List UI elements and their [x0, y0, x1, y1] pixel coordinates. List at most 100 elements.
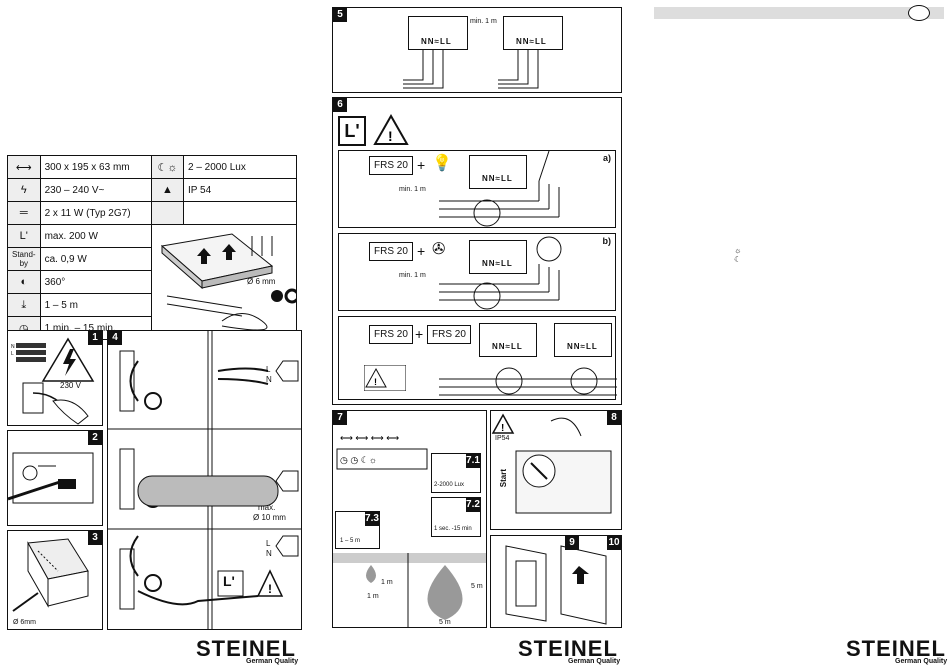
spec-value: 300 x 195 x 63 mm	[39, 155, 153, 179]
option-label: a)	[602, 153, 611, 163]
night-icon: ☾	[734, 255, 742, 264]
header-bar	[654, 7, 944, 19]
start-label: Start	[499, 469, 508, 488]
standby-icon: Stand-by	[7, 247, 41, 271]
frs-box: FRS 20	[369, 325, 413, 344]
detection-zone-illustration	[333, 553, 486, 627]
voltage-label: 230 V	[60, 381, 81, 390]
fan-icon: ✇	[432, 241, 446, 258]
load-label: L'	[223, 573, 235, 589]
frs-box: FRS 20	[427, 325, 471, 344]
figure-4: 4 ! L N L N max. Ø 10 mm L'	[107, 330, 302, 630]
drilling-illustration	[12, 538, 89, 612]
plus-sign: +	[417, 243, 426, 259]
spec-value: 360°	[39, 270, 153, 294]
cable-max-label: max.	[258, 503, 276, 512]
voltage-icon: ϟ	[7, 178, 41, 202]
figure-number: 4	[108, 331, 122, 345]
spec-value: ca. 0,9 W	[39, 247, 153, 271]
cover-close-illustration	[505, 545, 607, 625]
spec-value: IP 54	[183, 178, 297, 202]
figure-number: 1	[88, 331, 102, 345]
cable-diameter-label: Ø 10 mm	[253, 513, 286, 522]
figure-number: 5	[333, 8, 347, 22]
width-label: 1 m	[367, 593, 379, 600]
wire-label-n: N	[266, 549, 272, 558]
time-range-label: 1 sec. -15 min	[434, 526, 472, 532]
brand-logo: STEINEL	[518, 636, 618, 661]
svg-text:⟷ ⟷ ⟷ ⟷: ⟷ ⟷ ⟷ ⟷	[340, 433, 399, 443]
frs-box: FRS 20	[369, 156, 413, 175]
spec-table: ⟷ 300 x 195 x 63 mm ☾☼ 2 – 2000 Lux ϟ 23…	[7, 155, 300, 340]
load-icon: L'	[7, 224, 41, 248]
figure-number: 3	[88, 531, 102, 545]
figure-number: 8	[607, 411, 621, 425]
brand-logo: STEINEL	[196, 636, 296, 661]
sensor-terminal: NN≈LL	[479, 323, 537, 357]
wiring-option-b: FRS 20 + ✇ b) min. 1 m NN≈LL	[338, 233, 616, 311]
svg-text:!: !	[268, 582, 272, 596]
height-label: 5 m	[471, 583, 483, 590]
twilight-setting-box: 7.1 2-2000 Lux	[431, 453, 481, 493]
bulb-icon: 💡	[432, 155, 452, 172]
ip-rating-label: IP54	[495, 435, 510, 442]
angle-icon: ◐	[7, 270, 41, 294]
wire-label-l: L	[266, 539, 271, 548]
ip-icon: ▲	[151, 178, 184, 202]
figure-number: 10	[607, 536, 621, 550]
sensor-terminal: NN≈LL	[554, 323, 612, 357]
option-label: b)	[602, 236, 612, 246]
wiring-option-c: FRS 20 + FRS 20 NN≈LL NN≈LL !	[338, 316, 617, 400]
figure-number: 7	[333, 411, 347, 425]
svg-text:!: !	[388, 128, 393, 144]
distance-label: min. 1 m	[399, 272, 426, 279]
plus-sign: +	[417, 157, 426, 173]
figure-9-10: 9 10	[490, 535, 622, 628]
warning-icon: !	[373, 114, 409, 145]
wiring-lines	[439, 367, 617, 396]
housing-open-illustration	[7, 452, 94, 504]
wire-label-n: N	[266, 375, 272, 384]
range-setting-box: 7.3 1 – 5 m	[335, 511, 380, 549]
figure-number: 2	[88, 431, 102, 445]
wiring-option-a: FRS 20 + 💡 a) min. 1 m NN≈LL	[338, 150, 616, 228]
figure-6: 6 L' ! FRS 20 + 💡 a) min. 1 m NN≈LL FRS …	[332, 97, 622, 405]
wiring-lines	[439, 151, 560, 227]
wiring-diagram	[403, 50, 539, 89]
sensor-terminal: NN≈LL	[469, 240, 527, 274]
width-label: 5 m	[439, 619, 451, 626]
height-label: 1 m	[381, 579, 393, 586]
svg-text:◷ ◷ ☾☼: ◷ ◷ ☾☼	[340, 455, 377, 465]
svg-text:L: L	[11, 351, 14, 357]
figure-5: 5 NN≈LL NN≈LL min. 1 m	[332, 7, 622, 93]
plus-sign: +	[415, 326, 424, 342]
language-badge	[908, 5, 930, 21]
range-label: 1 – 5 m	[340, 538, 361, 544]
brand-logo: STEINEL	[846, 636, 946, 661]
dimensions-icon: ⟷	[7, 155, 41, 179]
lamp-icon: ═	[7, 201, 41, 225]
wiring-lines	[439, 236, 562, 310]
drill-size-label: Ø 6mm	[13, 619, 36, 626]
figure-number: 6	[333, 98, 347, 112]
sensor-terminal: NN≈LL	[503, 16, 563, 50]
figure-2: 2	[7, 430, 103, 526]
twilight-icon: ☾☼	[151, 155, 184, 179]
figure-7: 7 ⟷ ⟷ ⟷ ⟷ ◷ ◷ ☾☼ 7.1 2-2000 Lux 7.2 1 se…	[332, 410, 487, 628]
sensor-terminal: NN≈LL	[469, 155, 527, 189]
distance-label: min. 1 m	[399, 186, 426, 193]
svg-text:!: !	[501, 423, 504, 434]
sensor-terminal: NN≈LL	[408, 16, 468, 50]
svg-text:!: !	[374, 377, 377, 387]
figure-number: 9	[565, 536, 579, 550]
twilight-icon: ☼	[734, 246, 742, 255]
lux-range-label: 2-2000 Lux	[434, 482, 465, 488]
brand-tagline: German Quality	[246, 658, 299, 665]
fuse-box-illustration: NL	[11, 337, 95, 425]
spec-value: 2 x 11 W (Typ 2G7)	[39, 201, 153, 225]
warning-icon: !	[364, 365, 406, 391]
spec-value: 2 – 2000 Lux	[183, 155, 297, 179]
time-setting-box: 7.2 1 sec. -15 min	[431, 497, 481, 537]
load-symbol: L'	[338, 116, 366, 146]
